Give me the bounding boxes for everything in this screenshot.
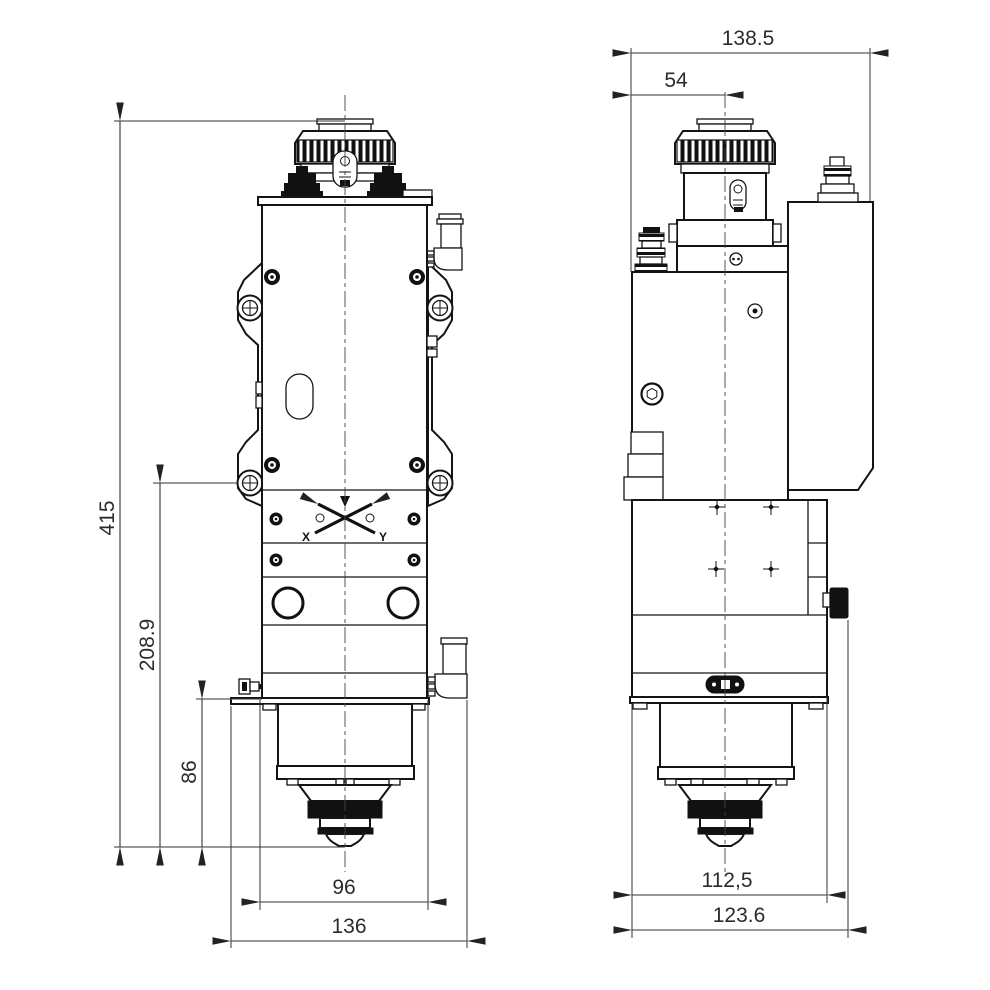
rear-housing-connector	[817, 156, 859, 203]
socket-head-screw	[640, 382, 664, 406]
axis-y-label: Y	[379, 530, 387, 544]
section-screws	[269, 512, 421, 567]
side-upper-body	[623, 271, 789, 501]
side-lower-body	[631, 499, 849, 698]
side-view: 138.5 54 112,5 123.6	[612, 27, 889, 938]
front-lower-air-fitting	[427, 637, 468, 699]
dim-center-offset: 54	[664, 69, 688, 92]
side-dimensions: 138.5 54 112,5 123.6	[612, 27, 889, 938]
dim-depth-total: 138.5	[722, 27, 775, 50]
dim-side-width-inner: 112,5	[702, 869, 753, 892]
side-adjust-knob	[822, 587, 849, 619]
dim-width-outer: 136	[331, 915, 366, 938]
bracket-screw-bosses	[236, 294, 454, 497]
side-fiber-connector-cap	[668, 118, 789, 273]
xy-adjust-marker: X Y	[269, 492, 421, 620]
window-port-right	[386, 586, 420, 620]
alignment-cross-markers	[708, 499, 779, 577]
window-port-left	[271, 586, 305, 620]
nozzle-tip	[324, 833, 366, 847]
body-oval-slot	[285, 373, 314, 420]
front-left-sensor-plug	[238, 678, 262, 695]
dim-height-lower: 86	[178, 760, 201, 783]
cap-side-connectors	[281, 166, 409, 197]
dim-height-mid: 208.9	[136, 619, 159, 672]
dim-side-width-outer: 123.6	[713, 904, 766, 927]
side-cable-connector	[634, 227, 668, 273]
dim-height-total: 415	[96, 500, 119, 535]
front-nozzle-assembly	[230, 697, 430, 847]
front-upper-air-fitting	[426, 213, 464, 271]
side-rear-housing	[787, 156, 874, 491]
dim-width-inner: 96	[332, 876, 355, 899]
front-main-body	[255, 204, 438, 699]
side-nozzle-assembly	[629, 696, 829, 847]
front-dimensions: 415 208.9 86 96 136	[96, 102, 486, 948]
front-mounting-brackets	[236, 260, 454, 508]
cap-latch-detail-side	[729, 179, 747, 212]
front-view: X Y	[96, 95, 486, 948]
axis-x-label: X	[302, 530, 310, 544]
body-corner-screws	[264, 269, 425, 473]
